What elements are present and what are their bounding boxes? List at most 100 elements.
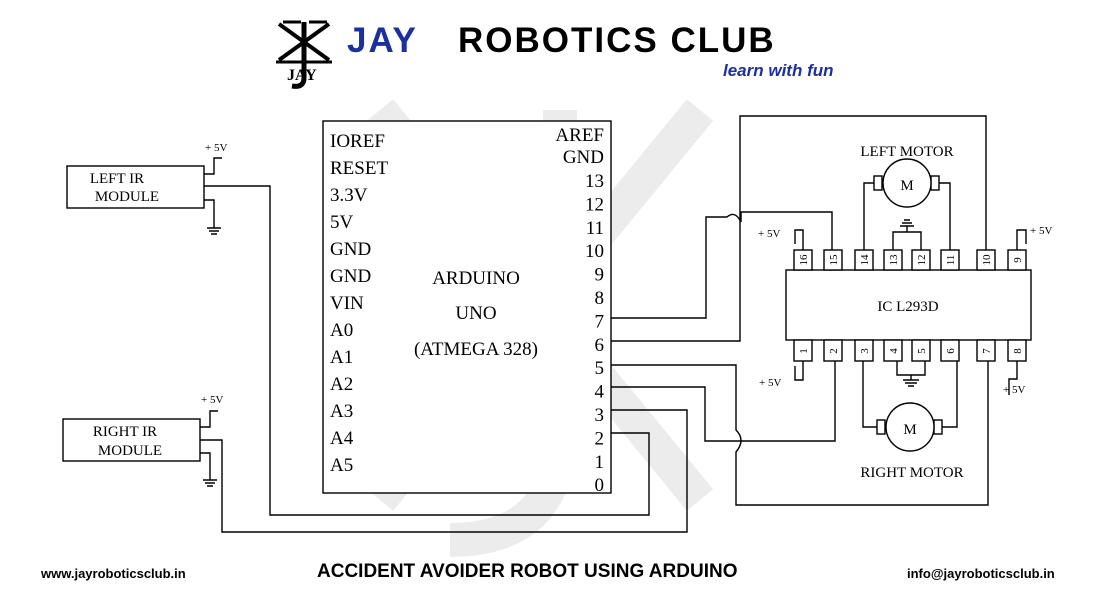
ic-bottom-pin-label-0: 1	[798, 348, 810, 354]
arduino-board	[322, 120, 612, 494]
ic-bottom-pin-3	[883, 339, 903, 362]
arduino-right-pin-8: 7	[595, 311, 605, 332]
ic-top-pin-label-3: 13	[888, 254, 900, 266]
arduino-left-pin-9: A2	[330, 374, 353, 395]
arduino-left-pin-12: A5	[330, 455, 353, 476]
ic-top-pin-label-7: 9	[1012, 257, 1024, 263]
ic-bottom-pin-label-4: 5	[916, 348, 928, 354]
email-link[interactable]: info@jayroboticsclub.in	[907, 566, 1055, 581]
ic-bottom-pin-2	[854, 339, 874, 362]
ic-top-pin-label-5: 11	[945, 255, 957, 266]
ic-top-pin-label-0: 16	[798, 254, 810, 266]
arduino-right-pin-11: 4	[595, 382, 605, 403]
arduino-left-pin-8: A1	[330, 347, 353, 368]
arduino-right-pin-12: 3	[595, 405, 605, 426]
arduino-right-pin-9: 6	[595, 335, 605, 356]
ic-pin16-power: + 5V	[758, 228, 804, 250]
svg-text:+ 5V: + 5V	[758, 228, 780, 240]
wire-d7-to-pin15	[611, 211, 833, 319]
ic-bottom-pin-6	[976, 339, 996, 362]
ic-bottom-pin-1	[823, 339, 843, 362]
svg-text:M: M	[903, 422, 916, 438]
club-name-part-1: JAY	[347, 21, 418, 60]
svg-text:LEFT MOTOR: LEFT MOTOR	[860, 144, 953, 160]
arduino-right-pin-6: 9	[595, 265, 605, 286]
wire-d6-to-pin10	[611, 115, 987, 342]
ic-pin9-power: + 5V	[1016, 225, 1052, 250]
right-ir-label-line-1: RIGHT IR	[93, 424, 157, 440]
arduino-right-pin-7: 8	[595, 288, 605, 309]
arduino-left-pin-6: VIN	[330, 293, 364, 314]
left-ir-ground-icon	[204, 199, 221, 235]
club-logo: JAY	[276, 20, 332, 89]
arduino-right-pin-0: AREF	[555, 125, 604, 146]
right-ir-module	[62, 418, 201, 462]
ic-bottom-pins: 1 2 3 4 5 6 7 8	[793, 339, 1027, 362]
logo-letters: JAY	[287, 67, 317, 84]
arduino-left-pin-7: A0	[330, 320, 353, 341]
ic-label: IC L293D	[877, 299, 938, 315]
ic-top-pin-label-6: 10	[981, 254, 993, 266]
right-ir-signal-wire	[200, 409, 688, 533]
website-link[interactable]: www.jayroboticsclub.in	[41, 566, 186, 581]
arduino-title-line-2: UNO	[455, 303, 496, 324]
svg-text:+ 5V: + 5V	[1030, 225, 1052, 237]
svg-text:RIGHT MOTOR: RIGHT MOTOR	[860, 465, 963, 481]
ic-bottom-ground-icon	[896, 361, 926, 387]
arduino-left-pin-10: A3	[330, 401, 353, 422]
right-ir-power: + 5V	[200, 394, 223, 428]
diagram-title: ACCIDENT AVOIDER ROBOT USING ARDUINO	[317, 561, 738, 582]
arduino-right-pin-2: 13	[585, 171, 604, 192]
right-ir-ground-icon	[200, 452, 217, 487]
tagline: learn with fun	[723, 61, 834, 80]
ic-pin8-power: + 5V	[1003, 361, 1025, 396]
svg-text:M: M	[900, 178, 913, 194]
arduino-right-pin-3: 12	[585, 194, 604, 215]
ic-top-pin-label-4: 12	[916, 255, 928, 266]
ic-bottom-pin-label-7: 8	[1012, 348, 1024, 354]
arduino-right-pin-13: 2	[595, 428, 605, 449]
ic-top-pin-1	[823, 249, 843, 271]
l293d-ic	[785, 269, 1032, 341]
ic-bottom-pin-label-3: 4	[888, 348, 900, 354]
ic-pin1-power: + 5V	[759, 361, 804, 389]
arduino-right-pin-1: GND	[563, 147, 604, 168]
arduino-left-pin-3: 5V	[330, 212, 354, 233]
wire-d4-to-pin2	[611, 361, 836, 442]
left-ir-label-line-2: MODULE	[95, 189, 159, 205]
arduino-left-pin-5: GND	[330, 266, 371, 287]
arduino-left-pin-1: RESET	[330, 158, 388, 179]
arduino-right-pin-15: 0	[595, 475, 605, 496]
arduino-left-pin-11: A4	[330, 428, 354, 449]
ic-bottom-pin-label-6: 7	[981, 348, 993, 354]
ic-bottom-pin-4	[911, 339, 931, 362]
left-ir-label-line-1: LEFT IR	[90, 171, 144, 187]
arduino-left-pin-4: GND	[330, 239, 371, 260]
ic-top-pin-label-2: 14	[859, 254, 871, 266]
ic-bottom-pin-label-5: 6	[945, 348, 957, 354]
left-ir-power: + 5V	[204, 142, 227, 175]
svg-text:+ 5V: + 5V	[759, 377, 781, 389]
arduino-title-line-1: ARDUINO	[432, 268, 520, 289]
club-name-part-2: ROBOTICS CLUB	[458, 21, 776, 60]
svg-text:+ 5V: + 5V	[205, 142, 227, 154]
arduino-title-line-3: (ATMEGA 328)	[414, 339, 538, 360]
ic-bottom-pin-5	[940, 339, 960, 362]
left-ir-signal-wire	[204, 185, 650, 516]
ic-bottom-pin-label-2: 3	[859, 348, 871, 354]
arduino-right-pin-4: 11	[586, 218, 604, 239]
arduino-right-pin-14: 1	[595, 452, 605, 473]
wire-d5-to-pin7	[611, 361, 989, 506]
right-ir-label-line-2: MODULE	[98, 443, 162, 459]
left-motor: LEFT MOTOR M	[860, 144, 954, 250]
arduino-right-pin-5: 10	[585, 241, 604, 262]
left-ir-module	[66, 165, 205, 209]
ic-bottom-pin-label-1: 2	[828, 348, 840, 354]
ic-top-ground-icon	[892, 219, 922, 250]
svg-text:+ 5V: + 5V	[1003, 384, 1025, 396]
arduino-left-pin-0: IOREF	[330, 131, 385, 152]
